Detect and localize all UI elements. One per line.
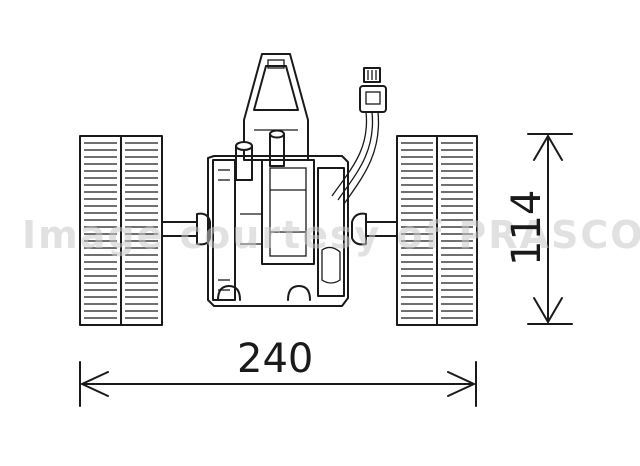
wiring-harness <box>331 67 387 205</box>
right-fan-slats <box>401 142 473 319</box>
left-fan-wheel <box>79 135 163 326</box>
left-fan-slats <box>84 142 158 319</box>
resistor-posts <box>235 129 285 181</box>
right-fan-wheel <box>396 135 478 326</box>
width-dimension <box>79 361 477 407</box>
watermark-text: Image courtesy of PRASCO AVA BN b.v. <box>22 213 640 257</box>
height-dimension-label: 114 <box>504 190 550 266</box>
motor-housing <box>207 155 349 307</box>
height-dimension <box>527 133 573 325</box>
motor-shaft <box>161 212 398 246</box>
connector-tower <box>243 53 309 161</box>
width-dimension-label: 240 <box>237 336 313 382</box>
